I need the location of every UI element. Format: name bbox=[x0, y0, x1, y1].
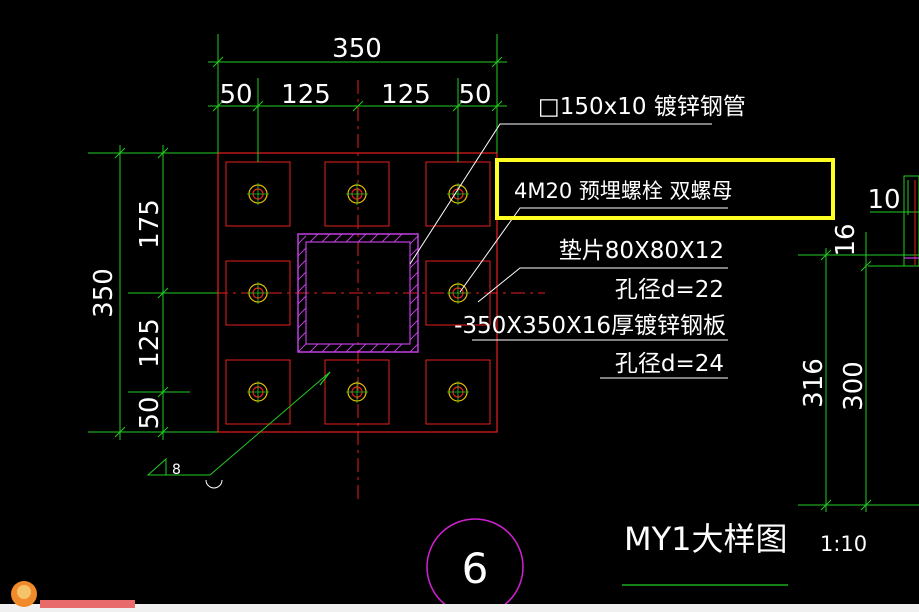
washer-bottom-left bbox=[225, 359, 291, 425]
washer-bottom-middle bbox=[324, 359, 390, 425]
drawing-scale: 1:10 bbox=[820, 532, 867, 556]
dim-top-seg-4: 50 bbox=[458, 80, 491, 110]
detail-number: 6 bbox=[462, 544, 489, 593]
bolt-bottom-right bbox=[447, 381, 469, 403]
dim-right-16: 16 bbox=[831, 223, 861, 256]
dim-right-300: 300 bbox=[839, 361, 869, 411]
detail-number-circle bbox=[426, 518, 524, 612]
taskbar-fragment bbox=[0, 581, 919, 612]
washer-top-middle bbox=[324, 161, 390, 227]
dim-left-seg-1: 175 bbox=[135, 199, 165, 249]
annotations: □150x10 镀锌钢管 4M20 预埋螺栓 双螺母 垫片80X80X12 孔径… bbox=[454, 94, 746, 377]
dim-top-total: 350 bbox=[332, 34, 382, 64]
washer-squares bbox=[225, 161, 491, 425]
leader-washer bbox=[477, 267, 728, 303]
centerlines bbox=[160, 80, 545, 500]
dim-right-316: 316 bbox=[799, 358, 829, 408]
washer-middle-left bbox=[225, 260, 291, 326]
tube-wall-hatch bbox=[297, 233, 419, 353]
highlight-box bbox=[495, 158, 835, 220]
title-block: 6 MY1大样图 1:10 bbox=[426, 518, 867, 612]
drawing-title: MY1大样图 bbox=[624, 520, 788, 558]
weld-size: 8 bbox=[172, 462, 181, 478]
label-washer-hole: 孔径d=22 bbox=[615, 277, 724, 303]
leader-bolt bbox=[459, 207, 728, 293]
leader-tube bbox=[409, 123, 712, 265]
dim-left-seg-3: 50 bbox=[135, 396, 165, 429]
square-tube bbox=[297, 233, 419, 353]
bolt-bottom-middle bbox=[346, 381, 368, 403]
bolt-top-left bbox=[247, 183, 269, 205]
dim-top-seg-3: 125 bbox=[381, 80, 431, 110]
bolt-middle-left bbox=[247, 282, 269, 304]
dim-top-seg-1: 50 bbox=[219, 80, 252, 110]
dim-top-seg-2: 125 bbox=[281, 80, 331, 110]
washer-middle-right bbox=[425, 260, 491, 326]
dim-left-total: 350 bbox=[89, 268, 119, 318]
label-washer: 垫片80X80X12 bbox=[559, 238, 724, 264]
bolt-top-middle bbox=[346, 183, 368, 205]
dim-right-10: 10 bbox=[867, 185, 900, 215]
washer-bottom-right bbox=[425, 359, 491, 425]
elevation-fragment: 10 16 316 300 bbox=[798, 175, 919, 512]
label-plate-hole: 孔径d=24 bbox=[615, 351, 724, 377]
label-plate: -350X350X16厚镀锌钢板 bbox=[454, 313, 726, 339]
dim-left-seg-2: 125 bbox=[135, 318, 165, 368]
bolt-middle-right bbox=[447, 282, 469, 304]
top-dimensions: 350 50 125 125 50 bbox=[208, 34, 507, 162]
leader-lines bbox=[409, 123, 728, 379]
bolt-bottom-left bbox=[247, 381, 269, 403]
left-dimensions: 350 175 125 50 bbox=[88, 145, 218, 440]
label-tube: □150x10 镀锌钢管 bbox=[538, 94, 746, 120]
weld-symbol: 8 bbox=[146, 371, 331, 489]
label-bolt: 4M20 预埋螺栓 双螺母 bbox=[514, 179, 733, 203]
